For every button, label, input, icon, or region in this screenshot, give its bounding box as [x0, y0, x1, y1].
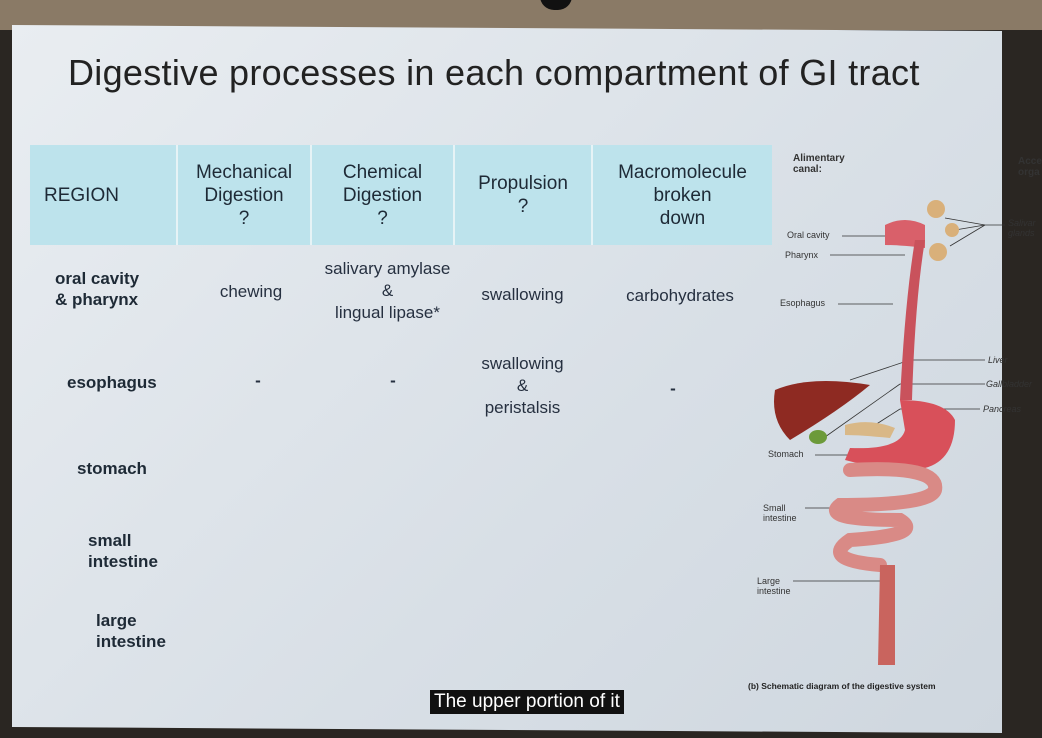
label-stomach: Stomach — [768, 449, 804, 459]
video-subtitle: The upper portion of it — [430, 690, 624, 714]
cell-macromolecule: - — [670, 379, 676, 398]
salivary-gland — [927, 200, 945, 218]
cell-propulsion: swallowing — [481, 285, 564, 304]
label-pancreas: Pancreas — [983, 404, 1022, 414]
stomach-shape — [845, 400, 955, 469]
liver-shape — [774, 381, 870, 440]
pancreas-shape — [845, 422, 895, 438]
header-macromolecule: Macromolecule broken down — [618, 161, 747, 229]
small-intestine-shape — [829, 462, 943, 572]
webcam — [540, 0, 572, 10]
header-region: REGION — [30, 145, 178, 245]
region-esophagus: esophagus — [67, 373, 157, 392]
label-pharynx: Pharynx — [785, 250, 819, 260]
figure-caption: (b) Schematic diagram of the digestive s… — [748, 681, 936, 691]
label-oral-cavity: Oral cavity — [787, 230, 830, 240]
cell-macromolecule: carbohydrates — [626, 286, 734, 305]
header-propulsion: Propulsion ? — [455, 145, 593, 245]
cell-mechanical: chewing — [219, 282, 283, 301]
header-chemical: Chemical Digestion ? — [312, 145, 455, 245]
cell-mechanical: - — [255, 371, 261, 390]
table-header: REGION Mechanical Digestion ? Chemical D… — [30, 145, 772, 245]
region-small-intestine: small intestine — [88, 531, 158, 571]
label-large-intestine: Large intestine — [757, 576, 791, 596]
slide-title: Digestive processes in each compartment … — [68, 52, 920, 93]
cell-chemical: salivary amylase & lingual lipase* — [324, 259, 451, 322]
large-intestine-shape — [878, 565, 895, 665]
label-esophagus: Esophagus — [780, 298, 826, 308]
label-small-intestine: Small intestine — [763, 503, 797, 523]
label-gallbladder: Gallbladder — [986, 379, 1033, 389]
alimentary-canal-heading: Alimentary canal: — [793, 153, 845, 175]
region-stomach: stomach — [77, 459, 147, 478]
accessory-organs-heading: Acce orga — [1018, 156, 1042, 178]
label-salivary-glands: Salivar glands — [1008, 218, 1036, 238]
region-large-intestine: large intestine — [96, 611, 166, 651]
label-liver: Liver — [988, 355, 1008, 365]
region-oral-cavity: oral cavity & pharynx — [55, 269, 140, 309]
header-mechanical: Mechanical Digestion ? — [178, 145, 312, 245]
gallbladder-shape — [809, 430, 827, 444]
esophagus-shape — [900, 240, 925, 400]
cell-chemical: - — [390, 371, 396, 390]
cell-propulsion: swallowing & peristalsis — [481, 354, 564, 417]
